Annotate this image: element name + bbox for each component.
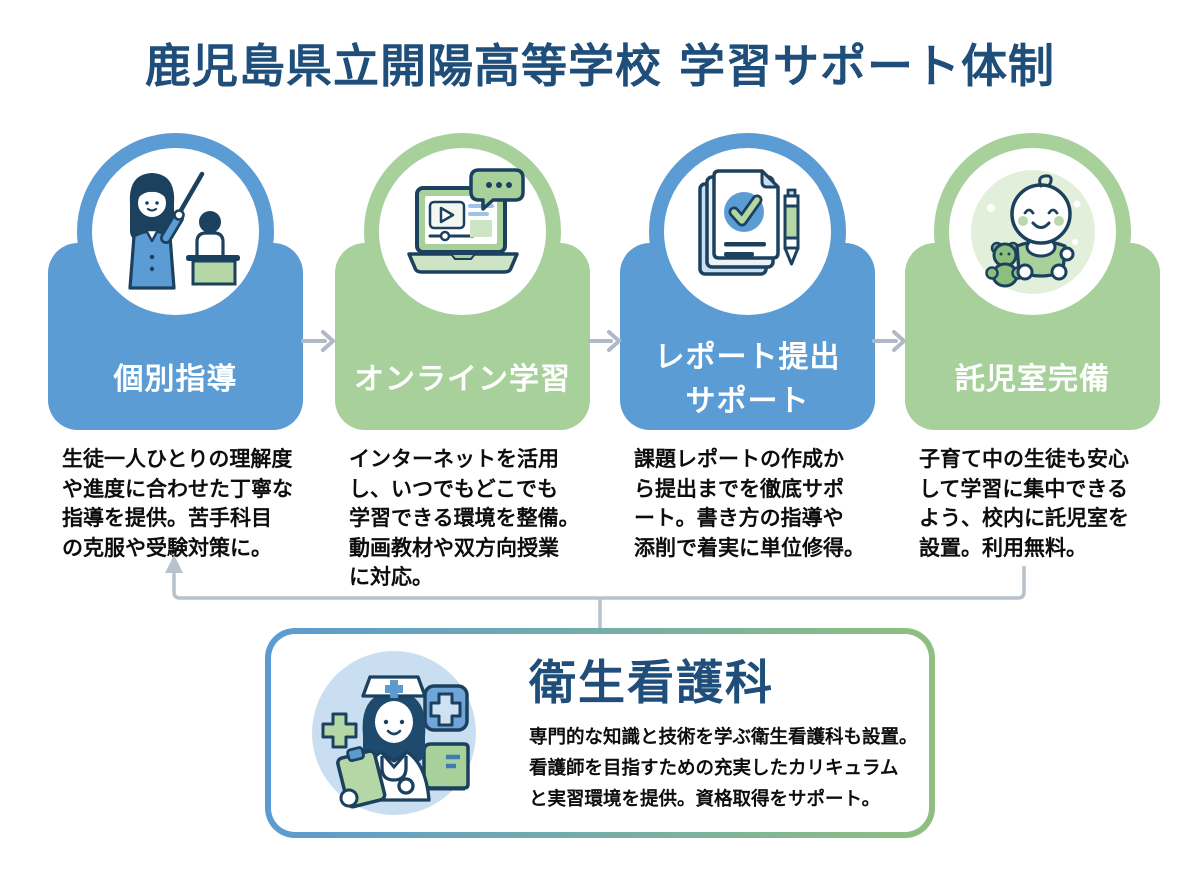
card-label: レポート提出 サポート [620,330,875,430]
right-arrow-icon [587,330,621,352]
card-childcare-room: 託児室完備 子育て中の生徒も安心 して学習に集中できる よう、校内に託児室を 設… [905,133,1160,613]
card-description: 子育て中の生徒も安心 して学習に集中できる よう、校内に託児室を 設置。利用無料… [919,447,1129,560]
card-icon-circle [364,133,561,330]
card-label: 個別指導 [48,330,303,430]
card-label-line: 個別指導 [113,362,238,397]
card-online-learning: オンライン学習 インターネットを活用 し、いつでもどこでも 学習できる環境を整備… [335,133,590,613]
card-icon-circle [649,133,846,330]
right-arrow-icon [301,330,335,352]
report-check-icon [697,168,799,276]
nursing-description: 専門的な知識と技術を学ぶ衛生看護科も設置。 看護師を目指すための充実したカリキュ… [529,727,918,810]
nursing-title: 衛生看護科 [529,656,774,711]
card-icon-circle [934,133,1131,330]
up-arrow-connector [165,555,1026,632]
card-description: 生徒一人ひとりの理解度 や進度に合わせた丁寧な 指導を提供。苦手科目 の克服や受… [62,447,293,560]
card-label-line: サポート [685,384,810,419]
card-label: オンライン学習 [335,330,590,430]
card-label-line: 託児室完備 [955,362,1110,397]
card-description: 課題レポートの作成か ら提出までを徹底サポ ート。書き方の指導や 添削で着実に単… [634,447,865,560]
laptop-video-icon [406,167,525,274]
card-report-support: レポート提出 サポート 課題レポートの作成か ら提出までを徹底サポ ート。書き方… [620,133,875,613]
nursing-section: 衛生看護科 専門的な知識と技術を学ぶ衛生看護科も設置。 看護師を目指すための充実… [265,628,935,838]
card-individual-instruction: 個別指導 生徒一人ひとりの理解度 や進度に合わせた丁寧な 指導を提供。苦手科目 … [48,133,303,613]
card-description: インターネットを活用 し、いつでもどこでも 学習できる環境を整備。 動画教材や双… [349,447,580,589]
card-label-line: オンライン学習 [354,362,571,397]
card-icon-circle [77,133,274,330]
teacher-student-icon [127,171,240,290]
page-title: 鹿児島県立開陽高等学校 学習サポート体制 [144,39,1055,93]
right-arrow-icon [872,330,906,352]
nurse-icon [312,651,476,815]
card-label: 託児室完備 [905,330,1160,430]
baby-teddy-icon [970,169,1095,294]
card-label-line: レポート提出 [654,340,841,375]
